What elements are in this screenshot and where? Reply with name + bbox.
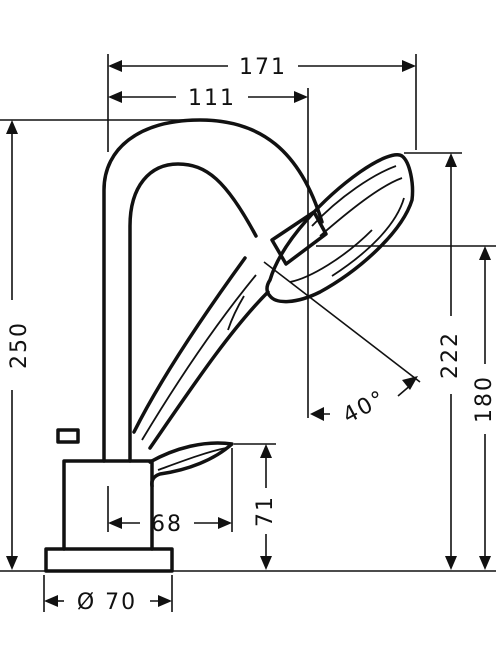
- arrow-40-right: [402, 376, 418, 390]
- label-111: 111: [188, 86, 236, 111]
- shower-head-face-2: [331, 197, 405, 277]
- arrow-111-left: [108, 91, 122, 103]
- label-250: 250: [7, 321, 32, 369]
- handshower-handle-upper: [148, 290, 270, 450]
- mixer-body: [62, 459, 154, 551]
- faucet-outline: [44, 118, 415, 573]
- shower-head-face: [289, 229, 373, 283]
- arrow-171-left: [108, 60, 122, 72]
- arrow-68-right: [218, 517, 232, 529]
- arrow-222-top: [445, 153, 457, 167]
- handshower-groove: [227, 295, 245, 331]
- label-68: 68: [151, 512, 183, 537]
- shower-head: [265, 153, 415, 304]
- label-angle-40: 40°: [339, 386, 390, 429]
- arrow-71-bottom: [260, 556, 272, 570]
- arrow-70-right: [158, 595, 172, 607]
- dimension-labels: 171 111 250 222 180 71 68 Ø 70 40°: [7, 55, 496, 615]
- arrow-180-top: [479, 246, 491, 260]
- angle-ray: [263, 261, 421, 383]
- handshower-handle-mid: [141, 274, 257, 441]
- arrow-70-left: [44, 595, 58, 607]
- arrow-111-right: [294, 91, 308, 103]
- handshower-handle-lower: [132, 256, 247, 434]
- arrow-250-bottom: [6, 556, 18, 570]
- label-71: 71: [253, 495, 278, 527]
- arrow-180-bottom: [479, 556, 491, 570]
- shower-head-edge-2: [319, 177, 403, 237]
- lever-handle-edge: [157, 447, 227, 471]
- arrow-71-top: [260, 444, 272, 458]
- arrow-40-left: [310, 407, 324, 421]
- gooseneck-outer: [102, 118, 324, 463]
- arrow-68-left: [108, 517, 122, 529]
- dimension-lines: [0, 54, 496, 612]
- label-171: 171: [239, 55, 287, 80]
- arrow-222-bottom: [445, 556, 457, 570]
- arrow-250-top: [6, 120, 18, 134]
- label-222: 222: [438, 331, 463, 379]
- lever-handle: [148, 441, 234, 488]
- arrow-171-right: [402, 60, 416, 72]
- label-180: 180: [472, 375, 496, 423]
- base-plate: [44, 547, 174, 573]
- gooseneck-inner: [128, 162, 258, 463]
- diverter-button: [56, 428, 80, 444]
- shower-head-edge-1: [311, 165, 397, 227]
- label-diameter-70: Ø 70: [77, 590, 137, 615]
